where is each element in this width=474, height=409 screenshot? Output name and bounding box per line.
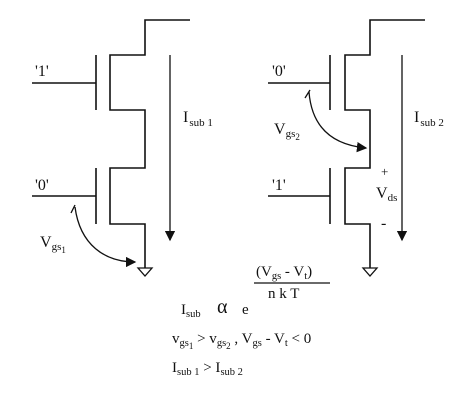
ineq-comma: , V xyxy=(231,331,253,347)
isub-I: I xyxy=(181,302,186,318)
inequality-line-1: vgs1 > vgs2 , Vgs - Vt < 0 xyxy=(172,331,311,351)
right-channel-wire xyxy=(344,19,425,268)
ineq-minus: - V xyxy=(262,331,285,347)
right-top-gate-label: '0' xyxy=(272,63,286,80)
left-channel-wire xyxy=(109,19,190,268)
right-vgs-subsub: 2 xyxy=(295,132,300,142)
right-vgs-arrow xyxy=(308,91,368,153)
left-current-label: Isub 1 xyxy=(183,109,213,129)
ineq-v1: v xyxy=(172,331,180,347)
exp-e: e xyxy=(242,302,249,318)
right-ground-symbol xyxy=(361,267,379,277)
left-vgs-V: V xyxy=(40,234,52,251)
ineq-v2-subsub: 2 xyxy=(226,341,231,351)
right-transistor-stack xyxy=(268,19,425,277)
equations-block: (Vgs - Vt) n k T Isub α e vgs1 > vgs2 , … xyxy=(172,264,330,378)
left-top-gate-label: '1' xyxy=(35,63,49,80)
right-vgs-label: Vgs2 xyxy=(274,121,300,142)
exp-num-mid: - V xyxy=(281,264,304,280)
inequality-line-2: Isub 1 > Isub 2 xyxy=(172,360,243,378)
exp-num-close: ) xyxy=(307,264,312,280)
right-vgs-V: V xyxy=(274,121,286,138)
left-ground-symbol xyxy=(136,267,154,277)
left-vgs-sub: gs xyxy=(52,241,62,253)
exp-num-gs: gs xyxy=(272,271,281,282)
right-current-I: I xyxy=(414,109,419,126)
ineq-v1-sub: gs xyxy=(180,338,189,349)
left-vgs-arrow xyxy=(74,206,137,268)
ineq-v1-subsub: 1 xyxy=(189,341,194,351)
right-vgs-sub: gs xyxy=(286,128,296,140)
exp-num-t: t xyxy=(304,271,307,282)
left-vgs-arrow-tail xyxy=(70,204,76,214)
exp-num-open: (V xyxy=(256,264,272,280)
left-transistor-stack xyxy=(32,19,190,277)
right-vds-minus: - xyxy=(381,215,386,232)
isub-sub: sub xyxy=(186,309,201,320)
right-bottom-gate-label: '1' xyxy=(272,177,286,194)
exponent-numerator: (Vgs - Vt) xyxy=(256,264,312,282)
right-vds-label: Vds xyxy=(376,185,397,204)
ineq2-i1: I xyxy=(172,360,177,376)
exponent-denominator: n k T xyxy=(268,286,299,302)
ineq-gt: > v xyxy=(193,331,217,347)
ineq-vgs-sub: gs xyxy=(252,338,261,349)
ineq2-i1-sub: sub 1 xyxy=(177,367,199,378)
right-vds-plus: + xyxy=(381,164,388,179)
right-vds-sub: ds xyxy=(388,192,398,204)
left-bottom-gate-label: '0' xyxy=(35,177,49,194)
left-current-sub: sub 1 xyxy=(189,117,213,129)
left-vgs-subsub: 1 xyxy=(61,245,66,255)
ineq2-i2-sub: sub 2 xyxy=(220,367,242,378)
right-current-label: Isub 2 xyxy=(414,109,444,129)
right-vds-V: V xyxy=(376,185,388,202)
left-current-I: I xyxy=(183,109,188,126)
right-current-sub: sub 2 xyxy=(420,117,444,129)
ineq-lt0: < 0 xyxy=(288,331,311,347)
alpha-symbol: α xyxy=(217,296,228,318)
left-vgs-label: Vgs1 xyxy=(40,234,66,255)
ineq-v2-sub: gs xyxy=(217,338,226,349)
right-vgs-arrow-tail xyxy=(304,89,311,99)
ineq-vt-sub: t xyxy=(285,338,288,349)
isub-proportional: Isub xyxy=(181,302,201,320)
ineq2-gt: > I xyxy=(199,360,220,376)
